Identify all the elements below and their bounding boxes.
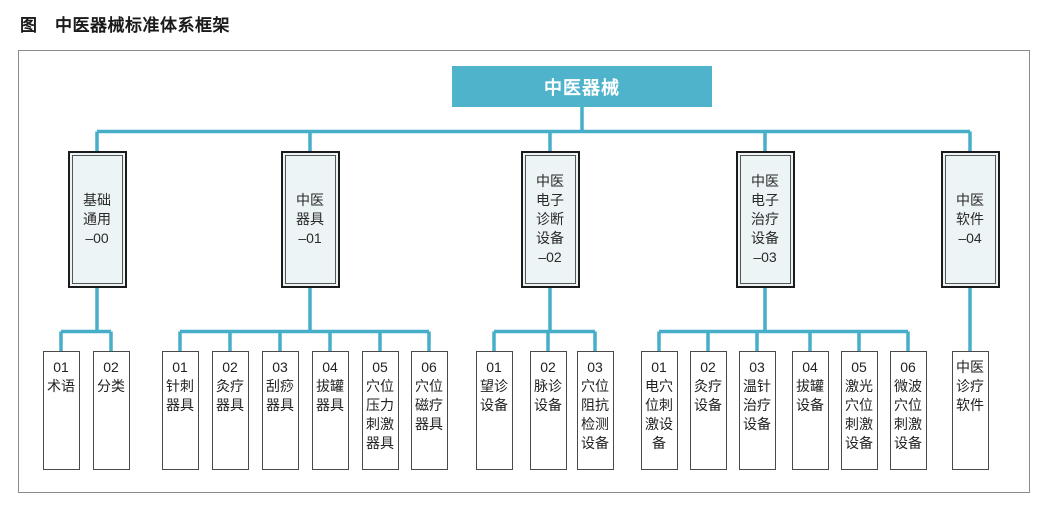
diagram-frame [18, 50, 1030, 493]
branch-node: 中医电子诊断设备 –02 [520, 151, 580, 288]
branch-node-inner: 中医电子治疗设备 –03 [739, 155, 791, 284]
leaf-number: 02 [540, 359, 556, 375]
leaf-node: 01 望诊设备 [475, 351, 513, 470]
leaf-number: 03 [587, 359, 603, 375]
branch-node-inner: 中医软件 –04 [944, 155, 996, 284]
leaf-node: 01 术语 [42, 351, 80, 470]
branch-node: 中医器具 –01 [280, 151, 340, 288]
leaf-node: 04 拔罐设备 [791, 351, 829, 470]
leaf-number: 01 [53, 359, 69, 375]
leaf-number: 05 [851, 359, 867, 375]
leaf-label: 分类 [97, 378, 125, 394]
leaf-label: 拔罐器具 [316, 378, 344, 413]
figure-title: 图 中医器械标准体系框架 [20, 16, 230, 35]
branch-node-inner: 中医器具 –01 [284, 155, 336, 284]
branch-node: 中医软件 –04 [940, 151, 1000, 288]
leaf-number: 01 [172, 359, 188, 375]
leaf-label: 温针治疗设备 [743, 378, 771, 432]
leaf-node: 04 拔罐器具 [311, 351, 349, 470]
leaf-node: 05 穴位压力刺激器具 [361, 351, 399, 470]
branch-label: 中医软件 [956, 192, 984, 227]
branch-code: –01 [298, 230, 322, 246]
leaf-number: 02 [103, 359, 119, 375]
leaf-label: 拔罐设备 [796, 378, 824, 413]
leaf-number: 05 [372, 359, 388, 375]
leaf-number: 04 [802, 359, 818, 375]
leaf-number: 02 [700, 359, 716, 375]
leaf-number: 01 [651, 359, 667, 375]
branch-node: 基础通用 –00 [67, 151, 127, 288]
branch-node-inner: 中医电子诊断设备 –02 [524, 155, 576, 284]
branch-label: 基础通用 [83, 192, 111, 227]
leaf-number: 02 [222, 359, 238, 375]
leaf-label: 术语 [47, 378, 75, 394]
branch-label: 中医电子诊断设备 [536, 173, 564, 246]
leaf-label: 中医诊疗软件 [956, 359, 984, 413]
leaf-label: 微波穴位刺激设备 [894, 378, 922, 451]
leaf-node: 06 穴位磁疗器具 [410, 351, 448, 470]
leaf-node: 05 激光穴位刺激设备 [840, 351, 878, 470]
leaf-node: 01 针刺器具 [161, 351, 199, 470]
leaf-number: 03 [272, 359, 288, 375]
leaf-node: 01 电穴位刺激设备 [640, 351, 678, 470]
leaf-node: 02 灸疗设备 [689, 351, 727, 470]
leaf-label: 激光穴位刺激设备 [845, 378, 873, 451]
branch-node: 中医电子治疗设备 –03 [735, 151, 795, 288]
leaf-node: 02 脉诊设备 [529, 351, 567, 470]
branch-code: –02 [538, 249, 562, 265]
leaf-number: 03 [749, 359, 765, 375]
branch-label: 中医器具 [296, 192, 324, 227]
leaf-label: 穴位压力刺激器具 [366, 378, 394, 451]
branch-code: –03 [753, 249, 777, 265]
leaf-label: 刮痧器具 [266, 378, 294, 413]
leaf-label: 针刺器具 [166, 378, 194, 413]
leaf-node: 03 温针治疗设备 [738, 351, 776, 470]
branch-node-inner: 基础通用 –00 [71, 155, 123, 284]
leaf-node: 03 刮痧器具 [261, 351, 299, 470]
leaf-label: 望诊设备 [480, 378, 508, 413]
leaf-label: 灸疗器具 [216, 378, 244, 413]
branch-code: –00 [85, 230, 109, 246]
leaf-number: 01 [486, 359, 502, 375]
leaf-label: 穴位磁疗器具 [415, 378, 443, 432]
leaf-node: 02 分类 [92, 351, 130, 470]
leaf-node: 03 穴位阻抗检测设备 [576, 351, 614, 470]
leaf-number: 06 [900, 359, 916, 375]
leaf-label: 电穴位刺激设备 [645, 378, 673, 451]
leaf-label: 脉诊设备 [534, 378, 562, 413]
leaf-number: 06 [421, 359, 437, 375]
branch-code: –04 [958, 230, 982, 246]
root-node: 中医器械 [452, 66, 712, 107]
leaf-node: 06 微波穴位刺激设备 [889, 351, 927, 470]
leaf-node: 中医诊疗软件 [951, 351, 989, 470]
leaf-label: 穴位阻抗检测设备 [581, 378, 609, 451]
leaf-node: 02 灸疗器具 [211, 351, 249, 470]
branch-label: 中医电子治疗设备 [751, 173, 779, 246]
leaf-number: 04 [322, 359, 338, 375]
leaf-label: 灸疗设备 [694, 378, 722, 413]
